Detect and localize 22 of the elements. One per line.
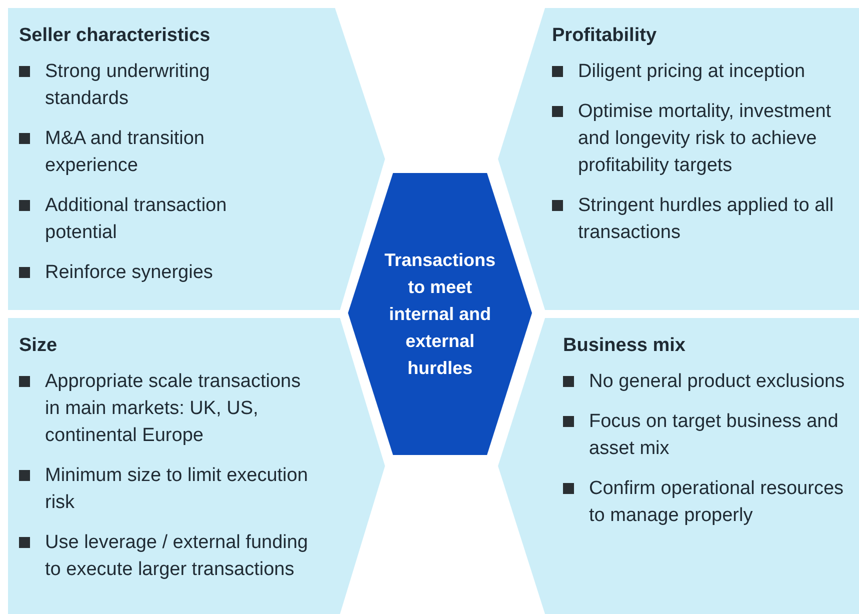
info-panel <box>498 8 859 310</box>
bullet-text: Additional transaction potential <box>45 194 228 245</box>
center-text: Transactions to meet internal and external hurdles <box>383 248 497 380</box>
bullet-text: Confirm operational resources to manage properly <box>589 477 845 528</box>
bullet-text: Appropriate scale transactions in main markets: UK, US, continental Europe <box>45 370 302 448</box>
info-panel <box>8 318 385 614</box>
bullet-text: No general product exclusions <box>589 370 846 394</box>
bullet-text: Strong underwriting standards <box>45 60 211 111</box>
panel-heading: Business mix <box>563 334 686 358</box>
bullet-text: Diligent pricing at inception <box>578 60 806 84</box>
panel-heading: Size <box>19 334 58 358</box>
bullet-text: Use leverage / external funding to execute larger transactions <box>45 531 309 582</box>
bullet-text: Focus on target business and asset mix <box>589 410 840 461</box>
bullet-text: Reinforce synergies <box>45 261 214 285</box>
bullet-text: Stringent hurdles applied to all transactions <box>578 194 835 245</box>
bullet-text: Optimise mortality, investment and longevity risk to achieve profitability targets <box>578 100 832 178</box>
info-panel <box>498 318 859 614</box>
panel-heading: Seller characteristics <box>19 24 210 48</box>
bullet-text: M&A and transition experience <box>45 127 206 178</box>
info-panel <box>8 8 385 310</box>
panel-heading: Profitability <box>552 24 657 48</box>
bullet-text: Minimum size to limit execution risk <box>45 464 309 515</box>
